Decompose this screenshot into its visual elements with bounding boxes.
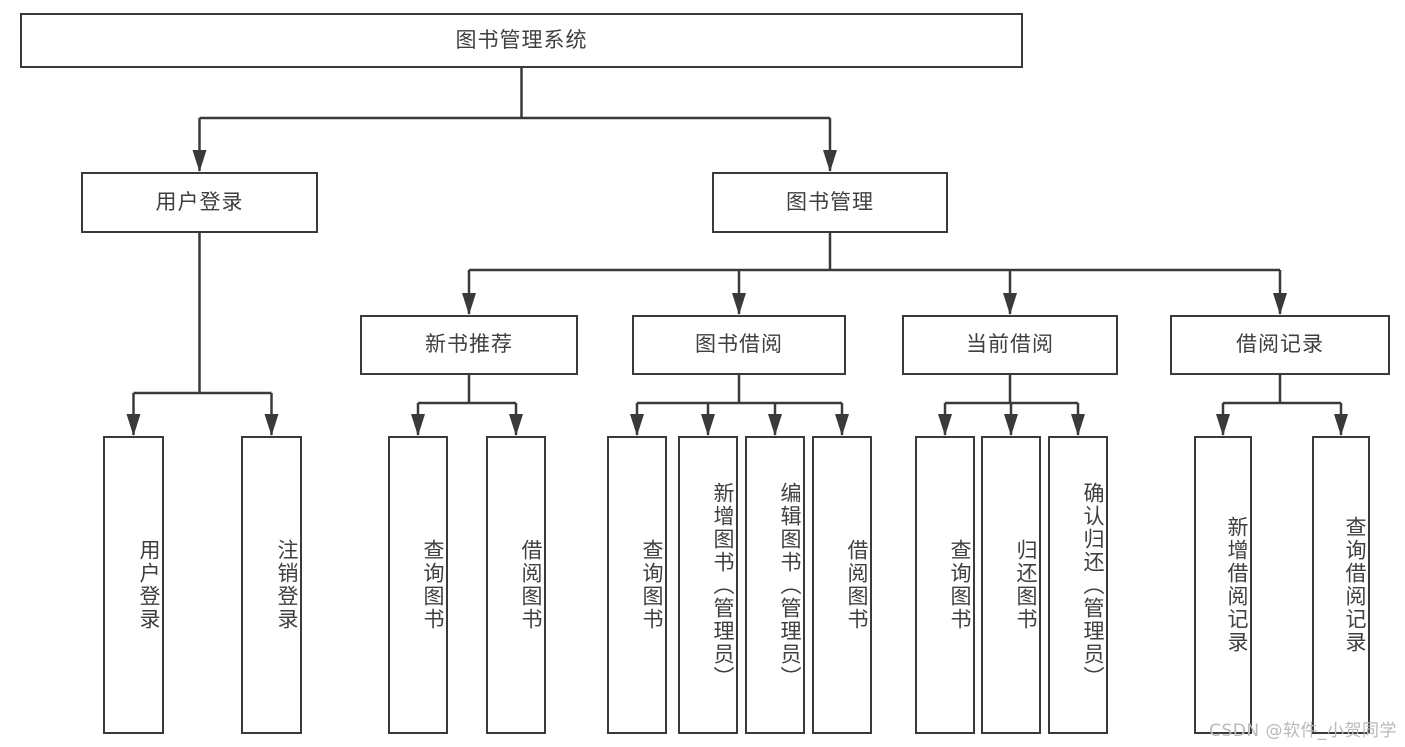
node-label: 查询图书	[640, 539, 664, 631]
arrow-head	[1273, 293, 1287, 315]
arrow-head	[1071, 414, 1085, 436]
node-current-borrow[interactable]: 当前借阅	[902, 315, 1118, 375]
node-leaf-logout[interactable]: 注销登录	[241, 436, 302, 734]
arrow-head	[1216, 414, 1230, 436]
node-label: 当前借阅	[966, 332, 1054, 357]
node-book-borrow[interactable]: 图书借阅	[632, 315, 846, 375]
node-label: 新书推荐	[425, 332, 513, 357]
watermark-text: CSDN @软件_小贺同学	[1209, 721, 1397, 741]
node-leaf-add-book[interactable]: 新增图书（管理员）	[678, 436, 738, 734]
arrow-head	[768, 414, 782, 436]
arrow-head	[732, 293, 746, 315]
node-label: 图书借阅	[695, 332, 783, 357]
node-label: 借阅图书	[845, 539, 869, 631]
arrow-head	[938, 414, 952, 436]
node-leaf-return-book[interactable]: 归还图书	[981, 436, 1041, 734]
node-book-manage[interactable]: 图书管理	[712, 172, 948, 233]
arrow-head	[1334, 414, 1348, 436]
node-label: 确认归还（管理员）	[1081, 481, 1105, 689]
node-new-book-rec[interactable]: 新书推荐	[360, 315, 578, 375]
node-label: 新增图书（管理员）	[711, 481, 735, 689]
node-leaf-borrow-book-1[interactable]: 借阅图书	[486, 436, 546, 734]
arrow-head	[462, 293, 476, 315]
node-leaf-query-book-3[interactable]: 查询图书	[915, 436, 975, 734]
node-user-login[interactable]: 用户登录	[81, 172, 318, 233]
arrow-head	[126, 414, 141, 436]
node-label: 借阅记录	[1236, 332, 1324, 357]
node-label: 查询图书	[421, 539, 445, 631]
node-label: 图书管理系统	[455, 27, 588, 52]
arrow-head	[1004, 414, 1018, 436]
node-leaf-user-login[interactable]: 用户登录	[103, 436, 164, 734]
node-leaf-query-record[interactable]: 查询借阅记录	[1312, 436, 1370, 734]
arrow-head	[823, 150, 837, 172]
arrow-head	[411, 414, 425, 436]
arrow-head	[701, 414, 715, 436]
arrow-head	[630, 414, 644, 436]
arrow-head	[1003, 293, 1017, 315]
node-root[interactable]: 图书管理系统	[20, 13, 1023, 68]
node-borrow-record[interactable]: 借阅记录	[1170, 315, 1390, 375]
node-label: 查询借阅记录	[1343, 516, 1367, 654]
node-leaf-add-record[interactable]: 新增借阅记录	[1194, 436, 1252, 734]
node-label: 借阅图书	[519, 539, 543, 631]
node-label: 新增借阅记录	[1225, 516, 1249, 654]
arrow-head	[509, 414, 523, 436]
node-label: 查询图书	[948, 539, 972, 631]
node-label: 归还图书	[1014, 539, 1038, 631]
node-leaf-borrow-book-2[interactable]: 借阅图书	[812, 436, 872, 734]
arrow-head	[835, 414, 849, 436]
arrow-head	[192, 150, 207, 172]
node-label: 图书管理	[786, 189, 874, 214]
node-label: 用户登录	[155, 189, 244, 214]
arrow-head	[264, 414, 279, 436]
node-leaf-confirm-return[interactable]: 确认归还（管理员）	[1048, 436, 1108, 734]
node-leaf-query-book-2[interactable]: 查询图书	[607, 436, 667, 734]
node-leaf-query-book-1[interactable]: 查询图书	[388, 436, 448, 734]
node-label: 编辑图书（管理员）	[778, 481, 802, 689]
node-label: 用户登录	[137, 539, 161, 631]
node-label: 注销登录	[275, 539, 299, 631]
node-leaf-edit-book[interactable]: 编辑图书（管理员）	[745, 436, 805, 734]
